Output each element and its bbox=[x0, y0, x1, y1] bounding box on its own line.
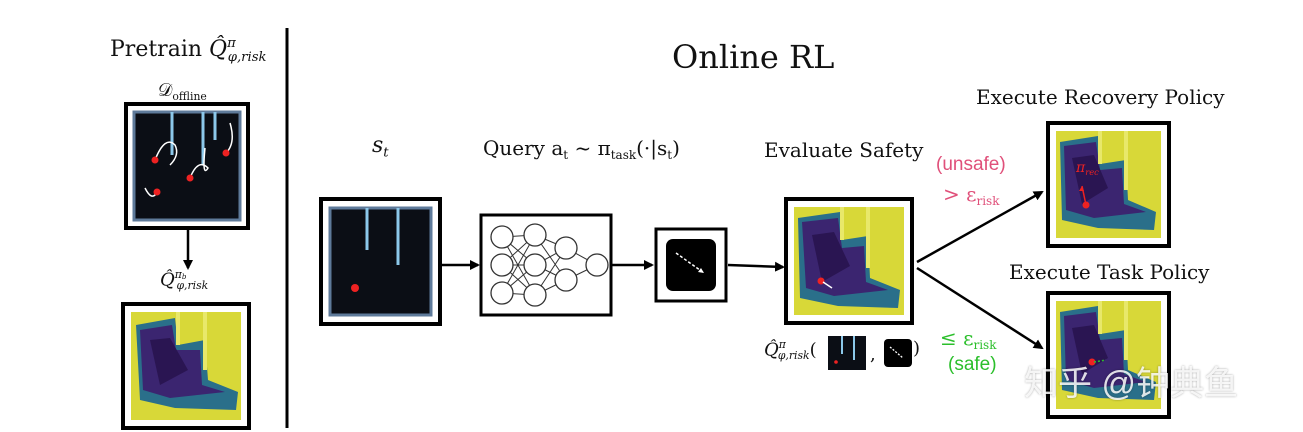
mini-state-icon bbox=[828, 336, 866, 370]
unsafe-cond-sub: risk bbox=[976, 194, 1000, 209]
safe-label: (safe) bbox=[948, 354, 997, 375]
pi-rec: π bbox=[1076, 160, 1086, 176]
q-eval-expression: Q̂πφ,risk( bbox=[764, 338, 817, 362]
q-eval-sup: π bbox=[778, 338, 786, 351]
query-s-sub: t bbox=[667, 148, 673, 163]
recovery-title: Execute Recovery Policy bbox=[976, 85, 1225, 109]
arrow-evaluate-to-recovery bbox=[916, 190, 1044, 264]
query-label: Query at ~ πtask(·|st) bbox=[483, 136, 680, 162]
watermark: 知乎 @钟典鱼 bbox=[1024, 365, 1238, 403]
state-sub: t bbox=[383, 145, 389, 161]
task-title: Execute Task Policy bbox=[1009, 260, 1210, 284]
query-pi-sub: task bbox=[610, 148, 637, 163]
pretrain-q-sub: φ,risk bbox=[227, 49, 267, 65]
pretrain-title: Pretrain Q̂πφ,risk bbox=[110, 36, 266, 65]
task-heatmap-panel bbox=[1046, 291, 1171, 419]
qb-heatmap-panel bbox=[121, 302, 251, 430]
state-symbol: s bbox=[372, 133, 384, 158]
q-eval-close: ) bbox=[913, 338, 921, 359]
query-end: ) bbox=[672, 136, 680, 160]
query-mid: ~ π bbox=[568, 136, 611, 160]
arrow-evaluate-to-task bbox=[916, 266, 1044, 350]
mini-action-icon bbox=[884, 339, 912, 367]
qb-sub: φ,risk bbox=[176, 279, 209, 293]
unsafe-cond: > ε bbox=[943, 182, 977, 206]
state-label: st bbox=[372, 133, 389, 161]
safe-cond: ≤ ε bbox=[940, 326, 974, 350]
pi-rec-sub: rec bbox=[1085, 166, 1099, 177]
evaluate-heatmap-panel bbox=[784, 197, 914, 325]
dataset-label: 𝒟offline bbox=[158, 80, 207, 103]
q-eval-symbol: Q̂ bbox=[764, 339, 779, 361]
q-eval-comma: , bbox=[870, 344, 876, 365]
qb-sup: π bbox=[174, 268, 182, 281]
qb-label: Q̂πbφ,risk bbox=[160, 268, 208, 292]
qb-sup-sub: b bbox=[181, 272, 187, 282]
q-eval-sub: φ,risk bbox=[777, 349, 810, 363]
unsafe-label: (unsafe) bbox=[936, 154, 1006, 175]
pi-rec-label: πrec bbox=[1076, 160, 1099, 177]
safe-cond-sub: risk bbox=[973, 338, 997, 353]
safe-condition: ≤ εrisk bbox=[940, 326, 997, 352]
unsafe-condition: > εrisk bbox=[943, 182, 1000, 208]
pretrain-word: Pretrain bbox=[110, 37, 203, 63]
query-tail: (·|s bbox=[636, 136, 668, 160]
online-title: Online RL bbox=[672, 38, 835, 76]
q-eval-open: ( bbox=[809, 339, 817, 361]
pretrain-q-sup: π bbox=[227, 36, 236, 51]
query-text: Query a bbox=[483, 136, 564, 160]
qb-symbol: Q̂ bbox=[160, 269, 175, 291]
evaluate-label: Evaluate Safety bbox=[764, 138, 924, 162]
dataset-sub: offline bbox=[172, 89, 207, 103]
state-panel bbox=[319, 197, 442, 326]
recovery-heatmap-panel bbox=[1046, 121, 1171, 248]
offline-dataset-panel bbox=[124, 102, 250, 230]
arrow-action-to-evaluate bbox=[727, 261, 785, 272]
action-box bbox=[654, 227, 728, 303]
neural-network-icon bbox=[479, 213, 613, 317]
dataset-symbol: 𝒟 bbox=[158, 80, 173, 101]
pretrain-q-symbol: Q̂ bbox=[209, 37, 228, 63]
query-a-sub: t bbox=[563, 148, 569, 163]
